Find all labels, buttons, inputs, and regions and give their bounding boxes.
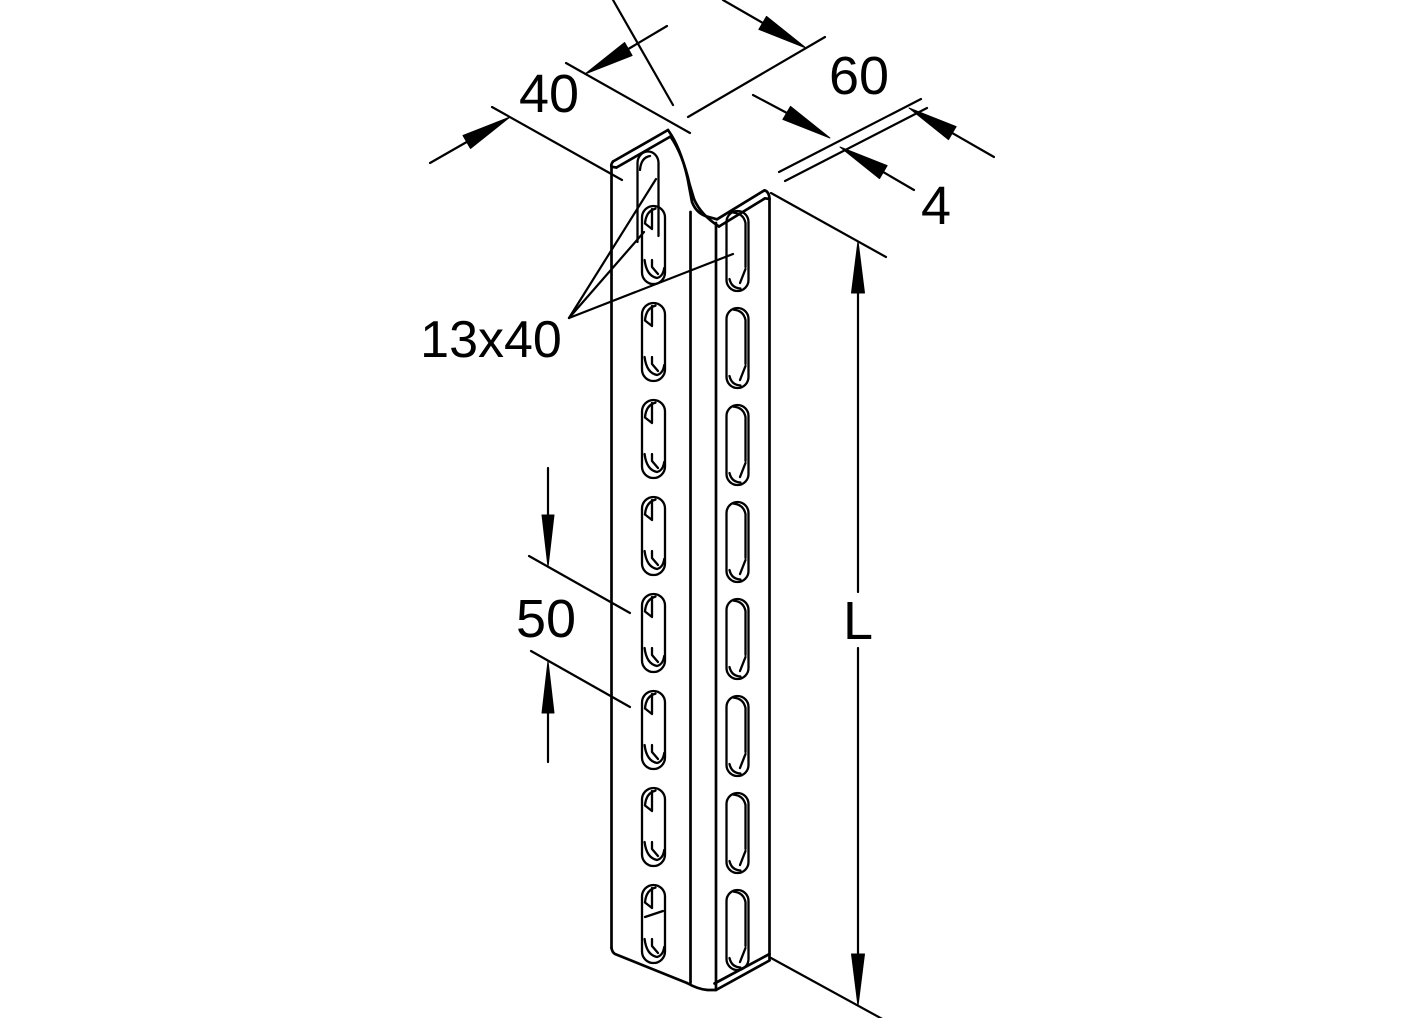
slot-size-callout: 13x40 xyxy=(420,177,735,369)
slot-through-top-opening xyxy=(636,150,660,244)
dim-label-40: 40 xyxy=(519,64,579,124)
slots-right-column xyxy=(725,209,750,972)
dimension-slot-pitch: 50 xyxy=(516,466,632,764)
dim-label-L: L xyxy=(843,591,873,651)
slots-left-column xyxy=(640,204,667,965)
dim-label-50: 50 xyxy=(516,589,576,649)
dimension-flange-width: 40 xyxy=(428,24,692,182)
dimension-length: L xyxy=(769,191,888,1018)
dimension-web-width: 60 xyxy=(611,0,996,159)
dim-label-13x40: 13x40 xyxy=(420,311,562,369)
dim-label-60: 60 xyxy=(829,46,889,106)
dimension-thickness: 4 xyxy=(751,93,951,236)
dim-label-4: 4 xyxy=(921,176,951,236)
